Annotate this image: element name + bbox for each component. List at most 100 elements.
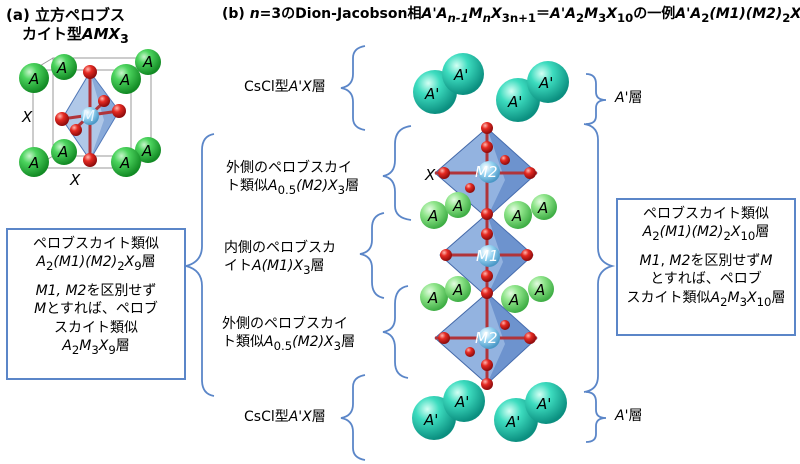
label-formula: A bbox=[264, 333, 274, 350]
box-formula: M bbox=[760, 253, 773, 270]
label-cscl-bottom: CsCl型A'X層 bbox=[244, 409, 326, 427]
atom-label-aprime: A' bbox=[536, 395, 551, 413]
a-atom bbox=[445, 192, 471, 218]
atom-label-a: A bbox=[427, 207, 438, 225]
x-atom bbox=[112, 104, 126, 118]
x-atom bbox=[500, 155, 510, 165]
left-box-line1: ペロブスカイト類似 bbox=[33, 236, 159, 252]
label-formula: (M2)X bbox=[292, 333, 334, 350]
label-text: 層 bbox=[345, 177, 360, 194]
m2-atom bbox=[478, 161, 500, 183]
atom-label-a: A bbox=[119, 154, 130, 172]
box-formula: A bbox=[642, 224, 653, 241]
label-inner: 内側のペロブスカ イトA(M1)X3層 bbox=[224, 240, 336, 277]
label-text: ト類似 bbox=[222, 333, 264, 350]
atom-label-a: A bbox=[427, 289, 438, 307]
label-text: 層 bbox=[311, 79, 326, 95]
bracket-aprime-top bbox=[585, 73, 607, 125]
a-atom bbox=[504, 201, 532, 229]
atom-label-x: X bbox=[69, 171, 81, 189]
box-sub: 2 bbox=[45, 258, 54, 273]
box-formula: X bbox=[124, 254, 135, 271]
a-atom bbox=[111, 147, 141, 177]
label-outer-top: 外側のペロブスカイ ト類似A0.5(M2)X3層 bbox=[226, 160, 359, 197]
aprime-atom bbox=[525, 382, 567, 424]
box-formula: A bbox=[36, 254, 46, 271]
x-atom bbox=[500, 320, 510, 330]
x-atom bbox=[440, 249, 452, 261]
box-text: スカイト類似 bbox=[626, 289, 711, 306]
formula-part: A'A bbox=[675, 6, 702, 22]
box-formula: (M1)(M2) bbox=[659, 224, 724, 241]
box-formula: X bbox=[730, 224, 741, 241]
x-atom bbox=[481, 287, 493, 299]
panel-a-title-line2: カイト型AMX3 bbox=[6, 25, 129, 47]
box-text: を区別せず bbox=[86, 283, 157, 300]
right-info-box: ペロブスカイト類似 A2(M1)(M2)2X10層 M1, M2を区別せずM と… bbox=[616, 198, 796, 336]
box-text: 層 bbox=[115, 337, 130, 354]
formula-sub: 3n+1 bbox=[501, 10, 537, 25]
a-atom bbox=[51, 139, 77, 165]
a-atom bbox=[501, 285, 529, 313]
box-formula: M bbox=[34, 301, 47, 318]
left-box-line2: A2(M1)(M2)2X9層 bbox=[14, 253, 178, 274]
a-atom bbox=[420, 283, 448, 311]
formula-sub: 3 bbox=[598, 10, 607, 25]
atom-label-aprime: A' bbox=[538, 74, 553, 92]
aprime-atom bbox=[527, 61, 569, 103]
atom-label-aprime: A' bbox=[424, 85, 439, 103]
box-text: , bbox=[660, 253, 670, 270]
atom-label-a: A bbox=[511, 207, 522, 225]
x-atom bbox=[98, 95, 110, 107]
panel-b-title-prefix: (b) bbox=[222, 6, 250, 22]
label-sub: 3 bbox=[337, 182, 346, 197]
label-text: 層 bbox=[341, 333, 356, 350]
aprime-atom bbox=[442, 53, 484, 95]
label-aprime-top: A'層 bbox=[615, 90, 642, 108]
label-aprime-bottom: A'層 bbox=[615, 408, 642, 426]
label-sub: 3 bbox=[303, 262, 311, 277]
x-atom bbox=[465, 183, 475, 193]
label-line: 内側のペロブスカ bbox=[224, 240, 336, 256]
aprime-atom bbox=[443, 380, 485, 422]
formula-sub: n bbox=[482, 10, 491, 25]
label-line: ト類似A0.5(M2)X3層 bbox=[222, 334, 355, 353]
title-example: の一例 bbox=[633, 6, 676, 22]
formula-sub: 2 bbox=[701, 10, 710, 25]
right-box-line1: ペロブスカイト類似 bbox=[643, 206, 769, 222]
dion-jacobson-structure: A' A' A' A' A A A A A A A A M2 M1 M2 X A… bbox=[412, 53, 569, 442]
box-formula: M bbox=[727, 289, 740, 306]
x-atom bbox=[481, 359, 493, 371]
box-sub: 10 bbox=[740, 228, 756, 243]
box-formula: A bbox=[710, 289, 721, 306]
right-box-line4: とすれば、ペロブ bbox=[650, 271, 762, 288]
x-atom bbox=[524, 167, 536, 179]
atom-label-aprime: A' bbox=[453, 66, 468, 84]
atom-label-a: A bbox=[119, 71, 130, 89]
box-text: とすれば、ペロブ bbox=[46, 301, 158, 318]
formula-sub: n-1 bbox=[447, 10, 469, 25]
a-atom bbox=[19, 147, 49, 177]
box-formula: M bbox=[79, 337, 92, 354]
m-atom bbox=[81, 107, 99, 125]
label-text: 層 bbox=[311, 409, 326, 425]
box-formula: X bbox=[98, 337, 109, 354]
a-atom bbox=[19, 63, 49, 93]
label-sub: 0.5 bbox=[277, 182, 297, 197]
atom-label-a: A bbox=[57, 143, 68, 161]
atom-label-aprime: A' bbox=[454, 393, 469, 411]
panel-a-title: (a) 立方ペロブス カイト型AMX3 bbox=[6, 6, 129, 46]
formula-part: A'A bbox=[550, 6, 577, 22]
label-text: 層 bbox=[628, 408, 643, 424]
formula-part: X bbox=[490, 6, 502, 22]
panel-b-title: (b) n=3のDion-Jacobson相A'An-1MnX3n+1＝A'A2… bbox=[222, 6, 800, 25]
atom-label-a: A bbox=[142, 53, 153, 71]
x-atom bbox=[481, 122, 493, 134]
x-atom bbox=[481, 141, 493, 153]
panel-b-title-main: =3のDion-Jacobson相 bbox=[259, 6, 422, 22]
label-formula: A(M1)X bbox=[252, 257, 304, 274]
label-text: イト bbox=[224, 257, 252, 274]
box-sub: 2 bbox=[71, 342, 80, 357]
bracket-inner bbox=[359, 212, 385, 299]
